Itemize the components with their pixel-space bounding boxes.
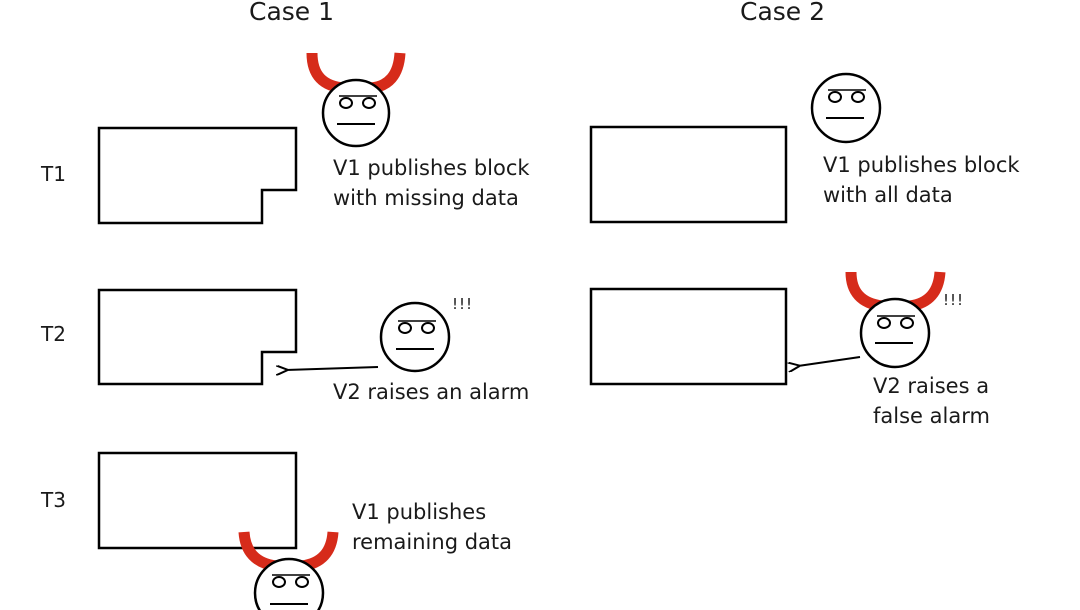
- caption-case1-t3: V1 publishes remaining data: [352, 500, 513, 554]
- block-case1-t1-incomplete: [97, 126, 298, 225]
- exclamation-case1: !!!: [452, 295, 474, 313]
- caption-case1-t2: V2 raises an alarm: [333, 380, 530, 404]
- block-case2-t2-complete: [589, 287, 788, 386]
- case2-heading: Case 2: [740, 0, 826, 26]
- neutral-face-icon: [810, 72, 882, 144]
- case1-heading: Case 1: [249, 0, 335, 26]
- alarm-arrow-case2: [798, 356, 861, 366]
- caption-case2-t2: V2 raises a false alarm: [873, 374, 990, 428]
- caption-case1-t1: V1 publishes block with missing data: [333, 156, 530, 210]
- neutral-face-icon: [379, 301, 451, 373]
- devil-face-icon: [845, 271, 946, 369]
- devil-face-icon: [238, 531, 339, 610]
- alarm-arrow-case1: [286, 367, 379, 370]
- block-case1-t3-complete: [97, 451, 298, 550]
- time-label-t2: T2: [41, 322, 66, 346]
- devil-face-icon: [306, 52, 406, 148]
- time-label-t1: T1: [41, 162, 66, 186]
- exclamation-case2: !!!: [943, 291, 965, 309]
- block-case2-t1-complete: [589, 125, 788, 224]
- block-case1-t2-incomplete: [97, 288, 298, 386]
- caption-case2-t1: V1 publishes block with all data: [823, 153, 1020, 207]
- time-label-t3: T3: [41, 488, 66, 512]
